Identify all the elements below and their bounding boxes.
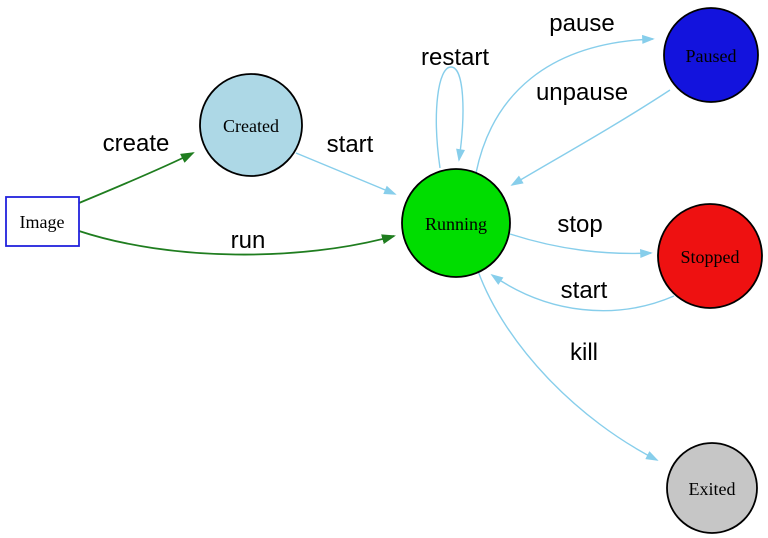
node-label-created: Created xyxy=(223,116,279,136)
edge-unpause xyxy=(510,89,671,186)
edge-label-kill: kill xyxy=(570,339,598,366)
edges-layer xyxy=(78,34,675,461)
edge-label-start-top: start xyxy=(327,131,374,158)
edge-label-pause: pause xyxy=(549,10,614,37)
node-label-stopped: Stopped xyxy=(680,247,739,267)
node-label-paused: Paused xyxy=(686,46,737,66)
node-created xyxy=(199,73,303,177)
edge-label-restart: restart xyxy=(421,44,489,71)
node-image xyxy=(5,196,80,247)
edge-label-start-bottom: start xyxy=(561,277,608,304)
edge-label-stop: stop xyxy=(557,211,602,238)
node-paused xyxy=(663,7,759,103)
edge-run xyxy=(78,230,396,256)
edge-kill xyxy=(477,270,659,461)
edge-labels-layer: create run start restart pause unpause s… xyxy=(103,10,628,366)
edge-create xyxy=(78,152,195,204)
edge-stop xyxy=(509,233,653,258)
node-label-running: Running xyxy=(425,214,487,234)
nodes-layer: Image Created Running Paused Stopped Exi… xyxy=(5,7,763,534)
node-running xyxy=(401,168,511,278)
node-exited xyxy=(666,442,758,534)
edge-pause xyxy=(475,34,655,174)
edge-restart-self-loop xyxy=(435,66,466,169)
edge-start-created-to-running xyxy=(295,152,397,195)
edge-label-run: run xyxy=(231,227,266,254)
node-stopped xyxy=(657,203,763,309)
node-label-exited: Exited xyxy=(689,479,736,499)
edge-label-create: create xyxy=(103,130,170,157)
edge-label-unpause: unpause xyxy=(536,79,628,106)
node-label-image: Image xyxy=(20,212,65,232)
edge-start-stopped-to-running xyxy=(490,273,675,312)
